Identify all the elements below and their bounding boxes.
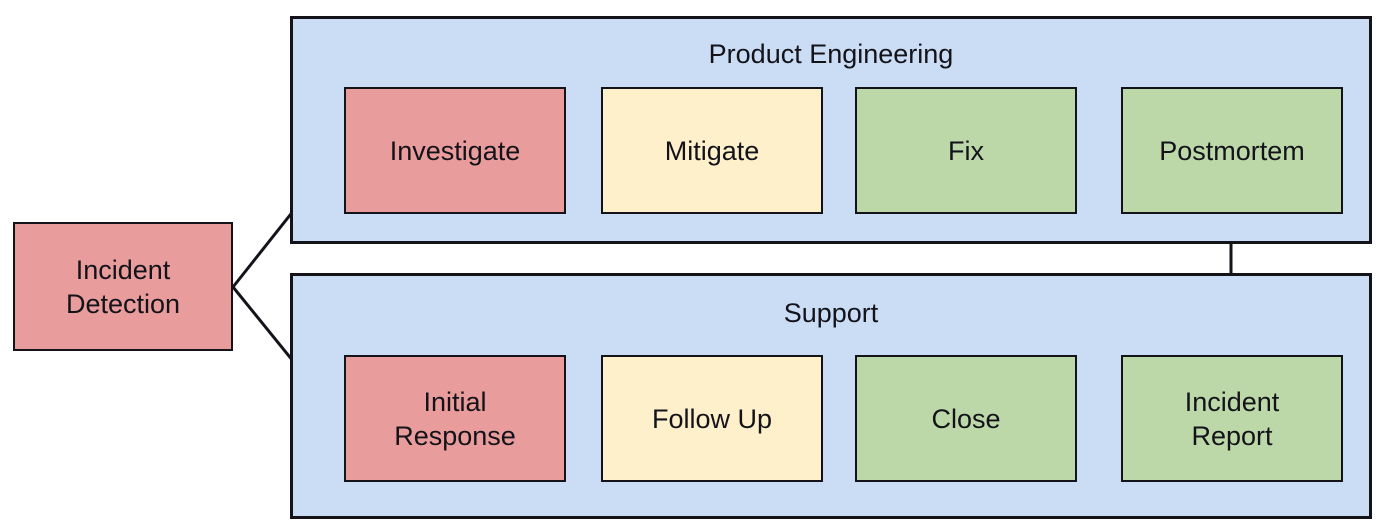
node-investigate[interactable]: Investigate xyxy=(344,87,566,214)
node-fix[interactable]: Fix xyxy=(855,87,1077,214)
node-mitigate-label: Mitigate xyxy=(664,135,760,166)
group-support-title: Support xyxy=(783,298,879,328)
node-investigate-label: Investigate xyxy=(389,135,521,166)
node-postmortem[interactable]: Postmortem xyxy=(1121,87,1343,214)
group-product-engineering-title: Product Engineering xyxy=(708,39,954,69)
node-close[interactable]: Close xyxy=(855,355,1077,482)
node-postmortem-label: Postmortem xyxy=(1159,135,1305,166)
node-fix-label: Fix xyxy=(948,135,984,166)
node-follow-up-label: Follow Up xyxy=(651,403,773,434)
node-close-label: Close xyxy=(931,403,1001,434)
node-mitigate[interactable]: Mitigate xyxy=(601,87,823,214)
node-follow-up[interactable]: Follow Up xyxy=(601,355,823,482)
